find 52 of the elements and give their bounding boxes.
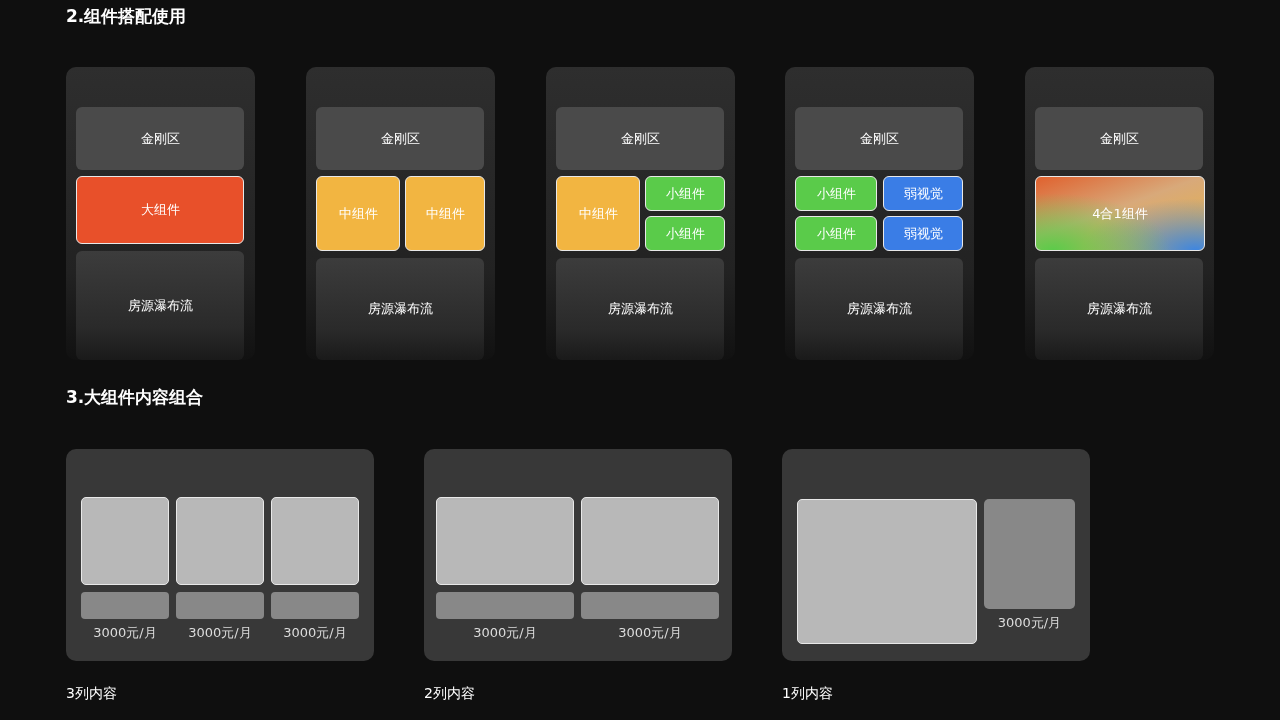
listing-feed-section: 房源瀑布流 [1035,258,1203,360]
listing-feed-section: 房源瀑布流 [316,258,484,360]
price-text: 3000元/月 [187,624,253,642]
medium-widget: 中组件 [556,176,640,251]
price-text: 3000元/月 [617,624,683,642]
section-heading: 2.组件搭配使用 [66,5,187,28]
image-placeholder [581,497,719,585]
listing-feed-section: 房源瀑布流 [556,258,724,360]
price-text: 3000元/月 [996,614,1063,632]
text-placeholder [436,592,574,619]
text-placeholder [176,592,264,619]
small-widget: 小组件 [645,176,725,211]
phone-screen [306,67,495,360]
phone-screen [66,67,255,360]
weak-visual-widget: 弱视觉 [883,216,963,251]
small-widget: 小组件 [795,176,877,211]
image-placeholder [271,497,359,585]
price-text: 3000元/月 [282,624,348,642]
text-placeholder [271,592,359,619]
price-text: 3000元/月 [92,624,158,642]
icon-grid-section: 金刚区 [76,107,244,170]
card-caption: 3列内容 [66,685,117,703]
text-placeholder [81,592,169,619]
price-text: 3000元/月 [472,624,538,642]
medium-widget: 中组件 [316,176,400,251]
card-caption: 2列内容 [424,685,475,703]
weak-visual-widget: 弱视觉 [883,176,963,211]
listing-feed-section: 房源瀑布流 [76,251,244,360]
large-widget: 大组件 [76,176,244,244]
image-placeholder [81,497,169,585]
content-card [66,449,374,661]
text-placeholder [581,592,719,619]
icon-grid-section: 金刚区 [795,107,963,170]
phone-screen [1025,67,1214,360]
small-widget: 小组件 [645,216,725,251]
phone-screen [546,67,735,360]
content-card [424,449,732,661]
medium-widget: 中组件 [405,176,485,251]
image-placeholder [176,497,264,585]
icon-grid-section: 金刚区 [316,107,484,170]
icon-grid-section: 金刚区 [1035,107,1203,170]
image-placeholder [436,497,574,585]
image-placeholder [797,499,977,644]
text-placeholder [984,499,1075,609]
listing-feed-section: 房源瀑布流 [795,258,963,360]
phone-screen [785,67,974,360]
card-caption: 1列内容 [782,685,833,703]
section-heading: 3.大组件内容组合 [66,386,204,409]
content-card [782,449,1090,661]
icon-grid-section: 金刚区 [556,107,724,170]
small-widget: 小组件 [795,216,877,251]
combo-widget: 4合1组件 [1035,176,1205,251]
